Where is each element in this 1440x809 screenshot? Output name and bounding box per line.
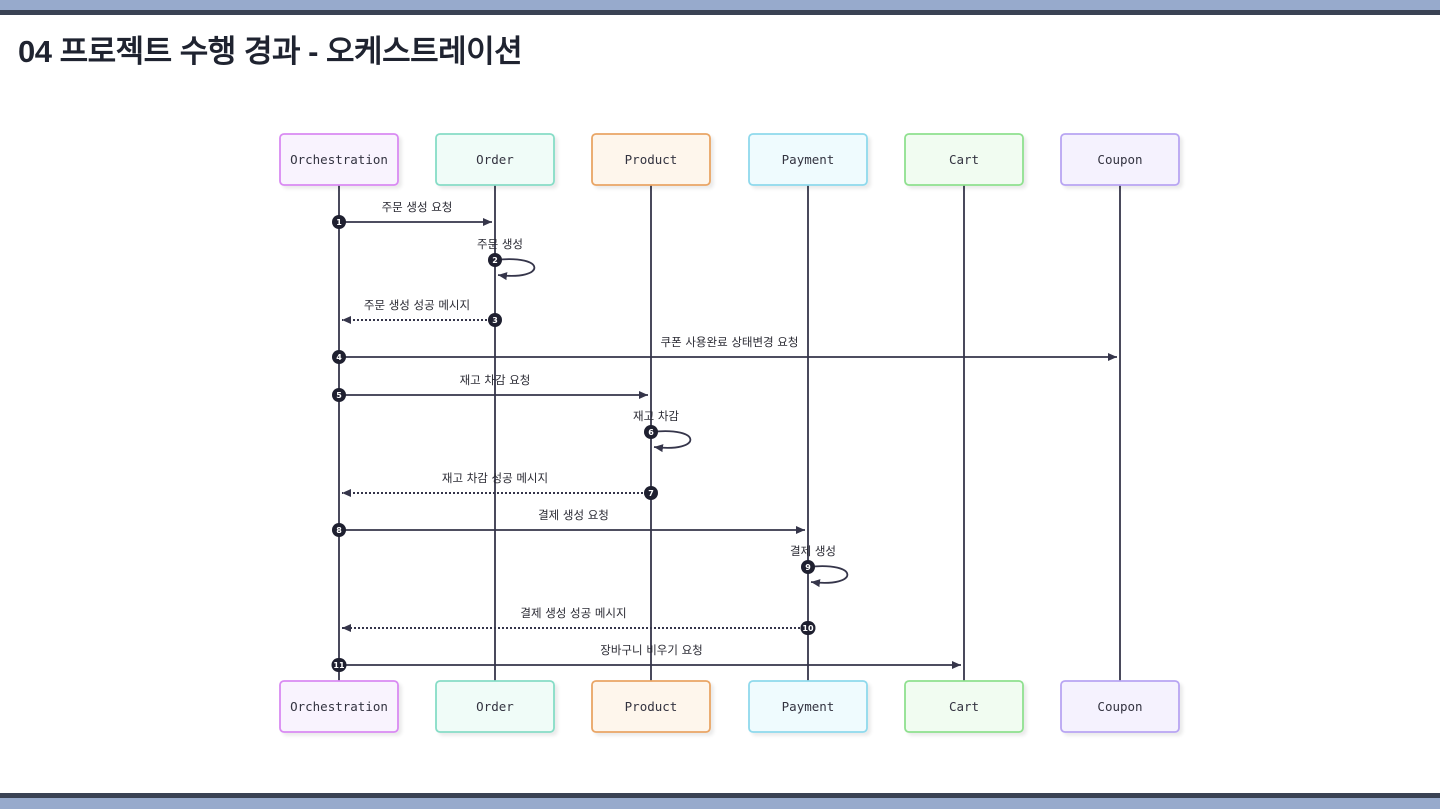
- actor-label: Orchestration: [290, 152, 388, 167]
- actor-order-bottom[interactable]: Order: [435, 680, 555, 733]
- actor-box: [279, 133, 399, 186]
- sequence-number: 1: [336, 218, 342, 227]
- actor-order-top[interactable]: Order: [435, 133, 555, 186]
- message-4: 쿠폰 사용완료 상태변경 요청 4: [332, 335, 1117, 364]
- actor-box: [591, 680, 711, 733]
- sequence-number: 10: [802, 624, 814, 633]
- sequence-number-badge: 10: [800, 621, 816, 635]
- actor-orchestration-bottom[interactable]: Orchestration: [279, 680, 399, 733]
- sequence-number: 5: [336, 391, 342, 400]
- actor-label: Order: [476, 152, 514, 167]
- actor-payment-bottom[interactable]: Payment: [748, 680, 868, 733]
- sequence-number: 7: [648, 489, 654, 498]
- message-6: 재고 차감 6: [633, 409, 692, 453]
- actor-box: [1060, 133, 1180, 186]
- actor-box: [435, 133, 555, 186]
- sequence-number: 11: [333, 661, 345, 670]
- sequence-number: 2: [492, 256, 498, 265]
- message-8: 결제 생성 요청 8: [332, 508, 805, 537]
- actors-bottom: Orchestration Order Product Payment Cart Coup…: [279, 680, 1180, 733]
- message-label: 쿠폰 사용완료 상태변경 요청: [661, 335, 799, 349]
- actor-label: Cart: [949, 699, 979, 714]
- actor-box: [748, 133, 868, 186]
- top-dark-bar: [0, 10, 1440, 15]
- actor-coupon-top[interactable]: Coupon: [1060, 133, 1180, 186]
- message-label: 결제 생성 요청: [538, 508, 609, 522]
- self-message-arrow: [650, 430, 692, 453]
- message-label: 주문 생성 요청: [382, 200, 453, 214]
- message-label: 장바구니 비우기 요청: [600, 643, 703, 657]
- actor-box: [591, 133, 711, 186]
- actor-label: Order: [476, 699, 514, 714]
- sequence-number-badge: 11: [331, 658, 347, 672]
- sequence-number-badge: 1: [332, 215, 346, 229]
- message-2: 주문 생성 2: [477, 237, 536, 281]
- actor-box: [904, 680, 1024, 733]
- sequence-number-badge: 3: [488, 313, 502, 327]
- sequence-number-badge: 6: [644, 425, 658, 439]
- message-label: 주문 생성: [477, 237, 523, 251]
- bottom-accent-bar: [0, 798, 1440, 809]
- sequence-number-badge: 9: [801, 560, 815, 574]
- page-title: 04 프로젝트 수행 경과 - 오케스트레이션: [18, 34, 523, 69]
- actor-label: Product: [625, 699, 678, 714]
- actor-label: Coupon: [1097, 699, 1142, 714]
- actor-label: Payment: [782, 699, 835, 714]
- actor-cart-top[interactable]: Cart: [904, 133, 1024, 186]
- sequence-number: 4: [336, 353, 342, 362]
- sequence-number: 8: [336, 526, 342, 535]
- bottom-dark-bar: [0, 793, 1440, 798]
- message-label: 결제 생성 성공 메시지: [520, 606, 626, 620]
- actor-box: [748, 680, 868, 733]
- actor-label: Payment: [782, 152, 835, 167]
- actor-product-top[interactable]: Product: [591, 133, 711, 186]
- sequence-number: 9: [805, 563, 811, 572]
- message-label: 주문 생성 성공 메시지: [364, 298, 470, 312]
- top-accent-bar: [0, 0, 1440, 10]
- actor-cart-bottom[interactable]: Cart: [904, 680, 1024, 733]
- sequence-number-badge: 5: [332, 388, 346, 402]
- message-label: 재고 차감 요청: [460, 373, 531, 387]
- sequence-number: 3: [492, 316, 498, 325]
- messages: 주문 생성 요청 1 주문 생성 2 주문 생성 성공 메시지 3 쿠폰 사용완료 상태변경…: [331, 200, 1117, 672]
- self-message-arrow: [807, 565, 849, 588]
- message-3: 주문 생성 성공 메시지 3: [342, 298, 502, 327]
- actor-label: Coupon: [1097, 152, 1142, 167]
- sequence-number-badge: 8: [332, 523, 346, 537]
- message-label: 재고 차감: [633, 409, 679, 423]
- message-label: 재고 차감 성공 메시지: [442, 471, 548, 485]
- sequence-number-badge: 4: [332, 350, 346, 364]
- message-label: 결제 생성: [790, 544, 836, 558]
- actor-product-bottom[interactable]: Product: [591, 680, 711, 733]
- message-5: 재고 차감 요청 5: [332, 373, 648, 402]
- actor-coupon-bottom[interactable]: Coupon: [1060, 680, 1180, 733]
- sequence-number-badge: 2: [488, 253, 502, 267]
- actor-label: Orchestration: [290, 699, 388, 714]
- message-10: 결제 생성 성공 메시지 10: [342, 606, 816, 635]
- lifelines: [338, 185, 1121, 681]
- actor-box: [1060, 680, 1180, 733]
- sequence-number: 6: [648, 428, 654, 437]
- actors-top: Orchestration Order Product Payment Cart Coup…: [279, 133, 1180, 186]
- message-9: 결제 생성 9: [790, 544, 849, 588]
- actor-orchestration-top[interactable]: Orchestration: [279, 133, 399, 186]
- actor-payment-top[interactable]: Payment: [748, 133, 868, 186]
- actor-box: [435, 680, 555, 733]
- message-11: 장바구니 비우기 요청 11: [331, 643, 961, 672]
- self-message-arrow: [494, 258, 536, 281]
- actor-box: [279, 680, 399, 733]
- message-7: 재고 차감 성공 메시지 7: [342, 471, 658, 500]
- actor-label: Cart: [949, 152, 979, 167]
- actor-label: Product: [625, 152, 678, 167]
- actor-box: [904, 133, 1024, 186]
- sequence-number-badge: 7: [644, 486, 658, 500]
- message-1: 주문 생성 요청 1: [332, 200, 492, 229]
